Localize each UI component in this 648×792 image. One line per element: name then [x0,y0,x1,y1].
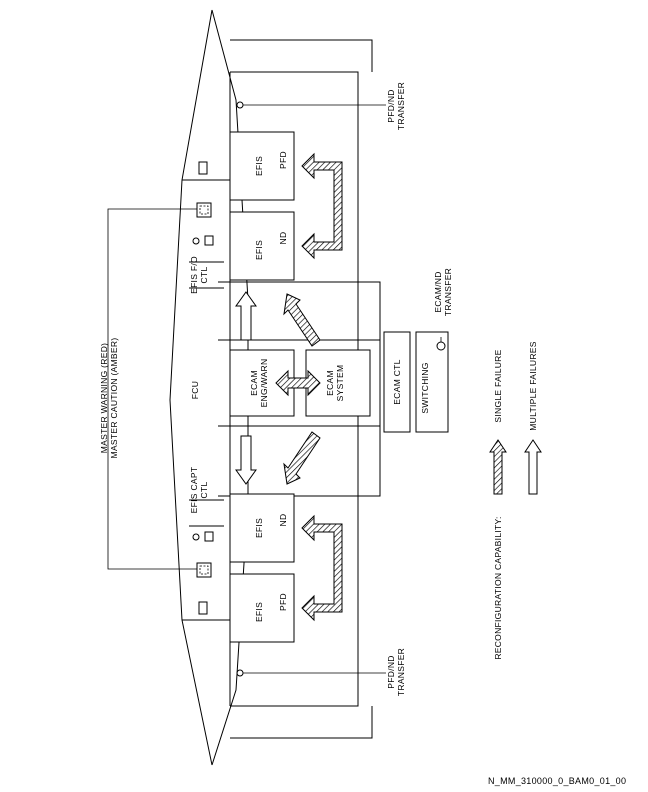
svg-text:EFIS F/O: EFIS F/O [189,256,199,294]
legend-multiple-failures-label: MULTIPLE FAILURES [528,341,538,431]
drawing-reference: N_MM_310000_0_BAM0_01_00 [488,776,627,786]
pfd-nd-transfer-label-bottom: PFD/ND TRANSFER [386,648,406,696]
ecam-ctl-label: ECAM CTL [392,359,402,404]
svg-text:MASTER WARNING (RED): MASTER WARNING (RED) [99,343,109,454]
capt-nd-pfd-reconfig-arrow [301,514,343,622]
switching-box [415,331,449,433]
multiple-failure-arrow-bottom [235,435,257,485]
capt-pfd-pfd-label: PFD [278,593,288,611]
svg-text:PFD/ND: PFD/ND [386,655,396,688]
fo-nd-nd-label: ND [278,232,288,245]
ecam-nd-transfer-label: ECAM/ND TRANSFER [433,268,453,316]
svg-text:CTL: CTL [199,267,209,284]
ecam-to-capt-nd-arrow [283,431,321,485]
svg-text:PFD/ND: PFD/ND [386,89,396,122]
fo-nd-display [229,211,295,281]
legend-single-failure-arrow [489,439,507,495]
ecam-ctl-box [383,331,411,433]
pfd-nd-transfer-knob-bottom [236,669,386,677]
pfd-nd-transfer-label-top: PFD/ND TRANSFER [386,82,406,130]
fo-pfd-pfd-label: PFD [278,151,288,169]
legend-single-failure-label: SINGLE FAILURE [493,349,503,422]
svg-text:ECAM: ECAM [249,370,259,396]
svg-text:CTL: CTL [199,482,209,499]
fo-pfd-display [229,131,295,201]
svg-text:ECAM: ECAM [325,370,335,396]
fo-pfd-nd-reconfig-arrow [301,152,343,260]
ecam-nd-transfer-knob [436,337,446,351]
capt-pfd-efis-label: EFIS [254,602,264,622]
capt-pfd-display [229,573,295,643]
svg-text:TRANSFER: TRANSFER [396,82,406,130]
ecam-engwarn-label: ECAM ENG/WARN [249,359,269,408]
fo-nd-efis-label: EFIS [254,240,264,260]
ecam-swap-arrow [275,369,321,397]
svg-text:ENG/WARN: ENG/WARN [259,359,269,408]
label-efis-fo-ctl: EFIS F/O CTL [189,256,209,294]
indicator-lights [192,161,214,615]
capt-nd-display [229,493,295,563]
ecam-to-fo-nd-arrow [283,293,321,347]
capt-nd-efis-label: EFIS [254,518,264,538]
svg-text:SYSTEM: SYSTEM [335,365,345,402]
fo-pfd-efis-label: EFIS [254,156,264,176]
multiple-failure-arrow-top [235,291,257,341]
svg-text:ECAM/ND: ECAM/ND [433,271,443,312]
label-fcu: FCU [190,381,200,399]
pfd-nd-transfer-knob-top [236,101,386,109]
legend-reconfiguration-label: RECONFIGURATION CAPABILITY: [493,516,503,659]
svg-text:EFIS CAPT: EFIS CAPT [189,467,199,514]
master-warning-light-top [196,202,212,218]
switching-label: SWITCHING [420,362,430,413]
master-warning-leader [107,208,197,570]
capt-nd-nd-label: ND [278,514,288,527]
label-efis-capt-ctl: EFIS CAPT CTL [189,467,209,514]
svg-text:TRANSFER: TRANSFER [443,268,453,316]
label-master-warning: MASTER WARNING (RED) MASTER CAUTION (AMB… [99,338,119,459]
ecam-system-label: ECAM SYSTEM [325,365,345,402]
master-warning-light-bottom [196,562,212,578]
svg-text:TRANSFER: TRANSFER [396,648,406,696]
svg-text:MASTER CAUTION (AMBER): MASTER CAUTION (AMBER) [109,338,119,459]
legend-multiple-failures-arrow [524,439,542,495]
